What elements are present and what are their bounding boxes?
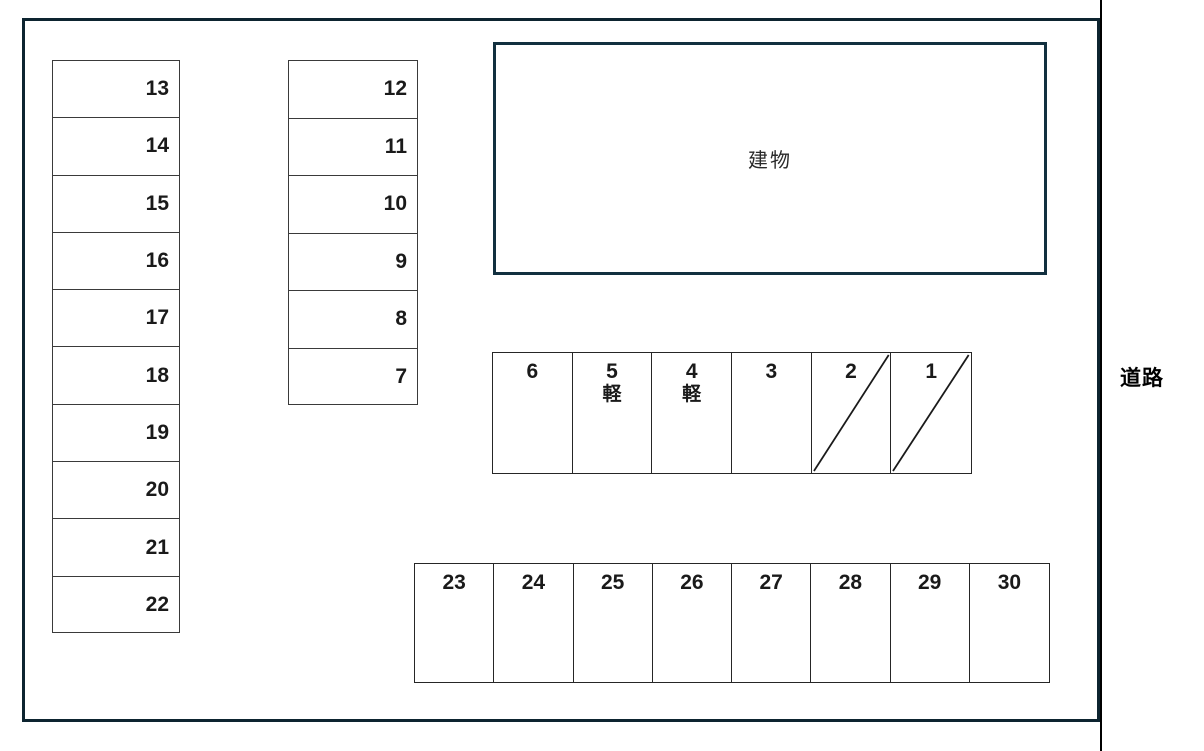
stall-number: 9 — [395, 249, 407, 273]
stall-subtype: 軽 — [682, 384, 702, 406]
stall-number: 19 — [145, 420, 169, 444]
stall-cell[interactable]: 25 — [574, 564, 653, 682]
stall-cell[interactable]: 23 — [415, 564, 495, 682]
stall-number: 25 — [600, 571, 625, 594]
stall-number: 5 — [606, 360, 618, 383]
stall-cell[interactable]: 19 — [53, 405, 179, 463]
stall-number: 8 — [395, 307, 407, 331]
road-label: 道路 — [1120, 367, 1164, 390]
stall-cell[interactable]: 15 — [53, 176, 179, 233]
stall-number: 4 — [685, 360, 698, 383]
stall-number: 26 — [680, 571, 704, 594]
stall-number: 2 — [845, 360, 857, 383]
stall-cell[interactable]: 18 — [53, 347, 179, 405]
lot-boundary — [22, 18, 1100, 722]
road-boundary-line — [1100, 0, 1102, 751]
stall-cell[interactable]: 8 — [289, 291, 417, 349]
stall-cell[interactable]: 22 — [53, 577, 179, 634]
stall-number: 28 — [838, 571, 863, 594]
stall-cell[interactable]: 20 — [53, 462, 179, 520]
stall-cell[interactable]: 9 — [289, 234, 417, 291]
stall-cell[interactable]: 7 — [289, 349, 417, 407]
stall-cell[interactable]: 12 — [289, 61, 417, 119]
stall-cell[interactable]: 6 — [493, 353, 573, 473]
stall-number: 24 — [521, 571, 546, 594]
stall-cell[interactable]: 3 — [732, 353, 812, 473]
stall-number: 27 — [759, 571, 783, 594]
stall-cell[interactable]: 27 — [732, 564, 812, 682]
stall-number: 1 — [925, 360, 938, 383]
stall-number: 23 — [442, 571, 466, 594]
stall-number: 11 — [384, 134, 407, 158]
stall-number: 22 — [145, 593, 169, 617]
stall-subtype: 軽 — [602, 384, 622, 406]
stall-cell[interactable]: 13 — [53, 61, 179, 119]
stall-cell[interactable]: 24 — [494, 564, 574, 682]
stall-number: 18 — [145, 363, 169, 387]
building-block: 建物 — [493, 42, 1047, 275]
stall-stack-left: 13 14 15 16 17 18 19 20 21 22 — [52, 60, 180, 633]
stall-number: 15 — [145, 191, 169, 215]
stall-number: 14 — [145, 134, 169, 158]
stall-cell[interactable]: 14 — [53, 118, 179, 176]
stall-cell[interactable]: 21 — [53, 519, 179, 577]
stall-cell[interactable]: 29 — [891, 564, 970, 682]
stall-number: 21 — [145, 535, 169, 559]
stall-cell[interactable]: 30 — [970, 564, 1049, 682]
stall-cell[interactable]: 17 — [53, 290, 179, 348]
stall-cell[interactable]: 26 — [653, 564, 732, 682]
building-label: 建物 — [748, 150, 792, 172]
stall-number: 20 — [145, 478, 169, 502]
stall-cell[interactable]: 16 — [53, 233, 179, 291]
stall-number: 12 — [383, 77, 407, 101]
stall-row-top: 6 5 軽 4 軽 3 2 1 — [492, 352, 972, 474]
stall-cell[interactable]: 10 — [289, 176, 417, 234]
stall-number: 30 — [997, 571, 1022, 594]
stall-row-bottom: 23 24 25 26 27 28 29 30 — [414, 563, 1050, 683]
stall-cell[interactable]: 11 — [289, 119, 417, 176]
stall-number: 7 — [395, 365, 407, 389]
stall-number: 16 — [145, 249, 169, 273]
stall-stack-middle: 12 11 10 9 8 7 — [288, 60, 418, 405]
stall-number: 13 — [145, 77, 169, 101]
stall-cell[interactable]: 28 — [811, 564, 891, 682]
stall-number: 29 — [917, 571, 942, 594]
stall-cell[interactable]: 2 — [812, 353, 892, 473]
stall-number: 6 — [526, 360, 539, 383]
stall-number: 17 — [145, 306, 169, 330]
stall-cell[interactable]: 5 軽 — [573, 353, 653, 473]
stall-cell[interactable]: 1 — [891, 353, 971, 473]
stall-number: 3 — [765, 360, 778, 383]
stall-number: 10 — [383, 192, 407, 216]
stall-cell[interactable]: 4 軽 — [652, 353, 733, 473]
